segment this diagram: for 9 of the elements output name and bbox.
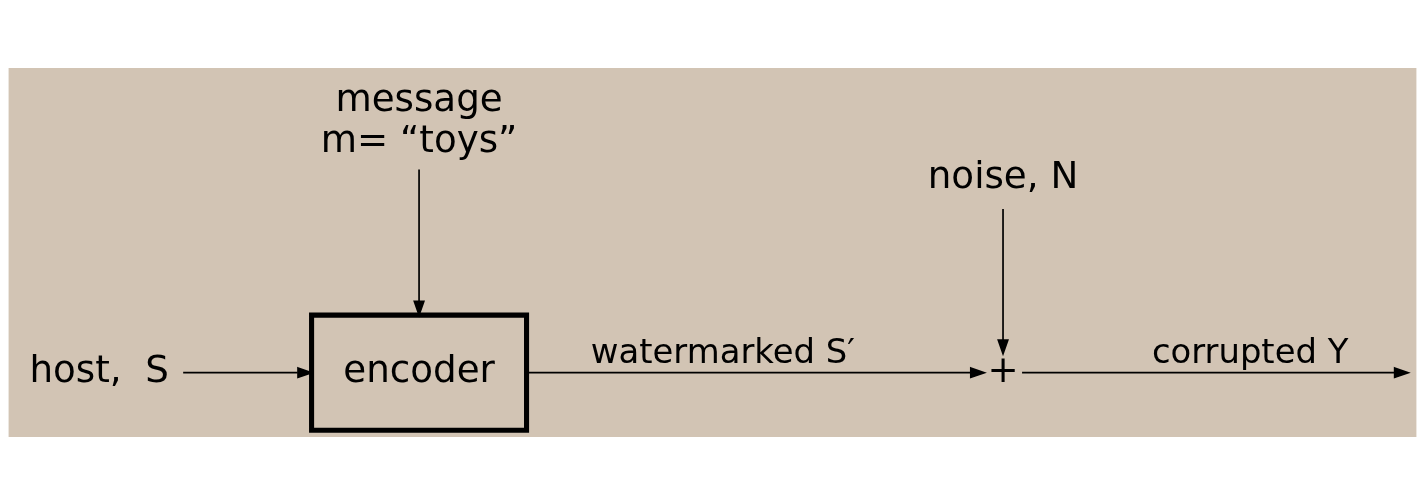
node-text: noise, N [927,152,1079,196]
edge-label: watermarked S′ [590,331,855,371]
arrow [997,207,1009,356]
node-text: host, S [29,346,169,391]
arrow [1021,366,1411,379]
edge-label: corrupted Y [1151,331,1349,371]
node-text: + [987,346,1019,391]
node-box: encoder [309,312,530,433]
node-text: message m= “toys” [320,75,518,161]
